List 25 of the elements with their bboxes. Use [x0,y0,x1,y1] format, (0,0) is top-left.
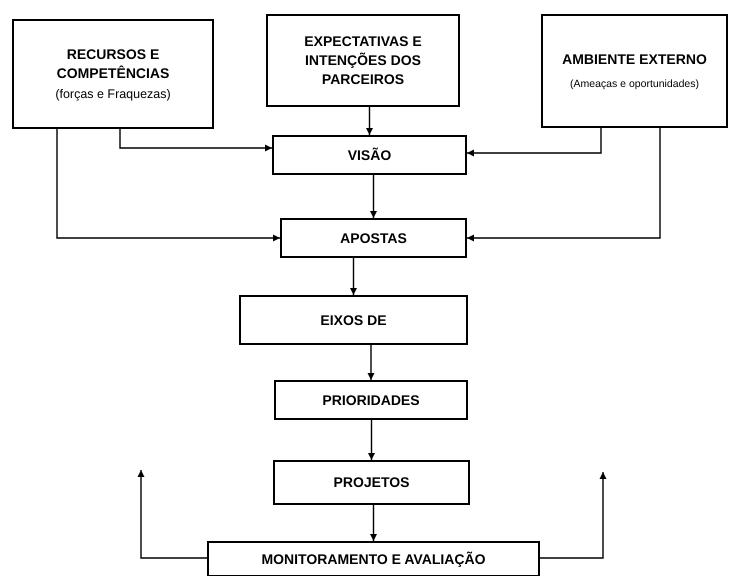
process-box: PRIORIDADES [274,380,468,420]
process-box [12,19,214,129]
process-box: PROJETOS [273,460,470,505]
process-box: VISÃO [272,135,467,175]
process-box: EXPECTATIVAS E INTENÇÕES DOS PARCEIROS [266,14,460,107]
arrow [119,129,272,152]
arrow [368,420,375,460]
arrow [56,129,280,242]
process-box: APOSTAS [280,218,467,258]
arrow [368,345,374,380]
box-note: (forças e Fraquezas) [55,86,171,103]
process-box: EIXOS DE [239,295,468,345]
arrow [370,175,377,218]
arrow [467,128,602,156]
box-heading: AMBIENTE EXTERNO [562,50,707,69]
process-box [541,14,728,128]
arrow [366,107,373,135]
process-box: MONITORAMENTO E AVALIAÇÃO [207,541,540,576]
box-heading: RECURSOS E COMPETÊNCIAS [56,44,170,83]
arrow [350,258,357,295]
arrow [467,128,661,242]
arrow [370,505,377,541]
box-note: (Ameaças e oportunidades) [570,76,699,92]
arrow [540,472,606,559]
arrow [138,470,207,559]
